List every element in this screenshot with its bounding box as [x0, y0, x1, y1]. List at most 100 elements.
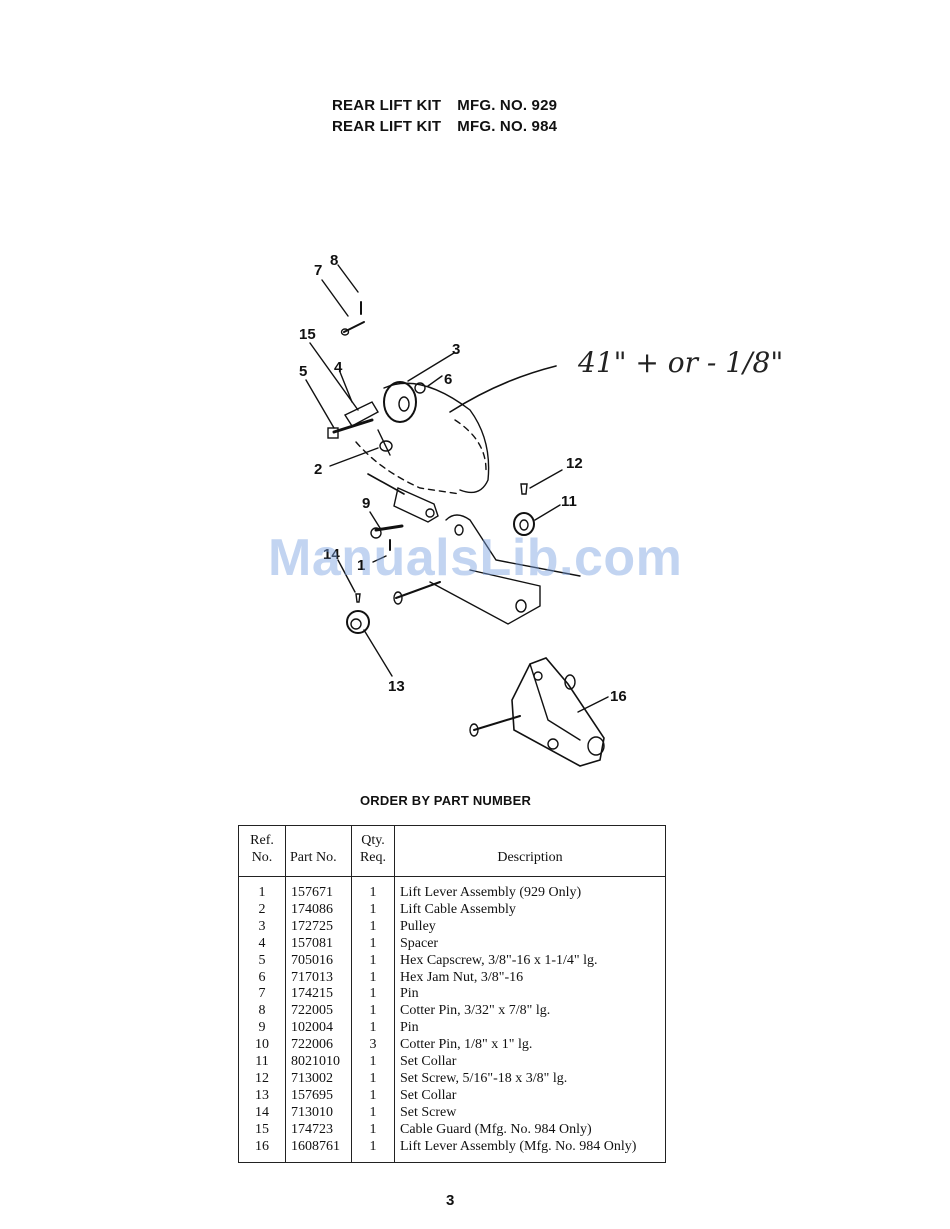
cell-qty: 1	[351, 1003, 395, 1021]
set-collar-bore	[350, 618, 362, 630]
cell-description: Cable Guard (Mfg. No. 984 Only)	[394, 1121, 666, 1139]
cell-qty: 1	[351, 952, 395, 970]
leader-line	[339, 371, 353, 403]
cell-qty: 1	[351, 1121, 395, 1139]
cell-qty: 1	[351, 918, 395, 936]
cell-ref-no: 10	[255, 1037, 269, 1053]
cell-part-no: 102004	[285, 1020, 352, 1038]
leader-line	[427, 375, 443, 387]
cell-qty: 1	[351, 876, 395, 902]
leader-line	[329, 447, 379, 467]
lever-hole	[454, 524, 464, 536]
cell-qty: 1	[351, 1054, 395, 1071]
lever-hole	[547, 738, 559, 750]
cell-description: Cotter Pin, 3/32" x 7/8" lg.	[394, 1003, 666, 1021]
lift-lever-body	[429, 569, 541, 625]
lift-lever-984-edge	[529, 663, 581, 741]
cell-description: Set Screw	[394, 1104, 666, 1122]
cell-ref-no: 1	[258, 885, 266, 900]
cell-ref-no: 4	[258, 935, 266, 951]
set-screw-part	[520, 483, 528, 495]
callout-11: 11	[561, 493, 577, 510]
lever-arm-outline	[383, 382, 490, 494]
cell-ref-no: 8	[258, 1003, 266, 1019]
set-collar-part	[513, 512, 535, 536]
lift-cable	[449, 365, 557, 413]
cell-description: Cotter Pin, 1/8" x 1" lg.	[394, 1037, 666, 1055]
leader-line	[372, 555, 387, 563]
header-qty-req: Qty. Req.	[351, 825, 395, 877]
cell-ref-no: 15	[255, 1121, 269, 1137]
callout-13: 13	[388, 678, 405, 695]
callout-15: 15	[299, 326, 316, 343]
lever-hole	[515, 599, 527, 613]
cable-path-dashed	[454, 419, 487, 471]
callout-4: 4	[334, 359, 343, 376]
watermark: ManualsLib.com	[268, 529, 683, 587]
cell-part-no: 174215	[285, 986, 352, 1004]
cell-qty: 1	[351, 1070, 395, 1088]
lift-lever-984-shaft	[473, 715, 521, 731]
header-ref-line1: Ref.	[250, 833, 274, 848]
cell-part-no: 157695	[285, 1087, 352, 1105]
cell-part-no: 174723	[285, 1121, 352, 1139]
header-ref-no: Ref. No.	[238, 825, 286, 877]
cell-part-no: 713002	[285, 1070, 352, 1088]
leader-line	[407, 352, 455, 382]
cell-description: Pin	[394, 1020, 666, 1038]
cell-description: Hex Capscrew, 3/8"-16 x 1-1/4" lg.	[394, 952, 666, 970]
cell-ref-no: 14	[255, 1104, 269, 1120]
leader-line	[321, 279, 349, 317]
cell-part-no: 174086	[285, 901, 352, 919]
cell-part-no: 722006	[285, 1037, 352, 1055]
cell-qty: 1	[351, 986, 395, 1004]
leader-line	[305, 379, 335, 429]
cell-part-no: 172725	[285, 918, 352, 936]
cell-qty: 1	[351, 1138, 395, 1162]
mfg-number: MFG. NO. 929	[457, 97, 558, 114]
callout-1: 1	[357, 557, 365, 574]
cell-description: Set Collar	[394, 1087, 666, 1105]
header-part-no: Part No.	[285, 825, 352, 877]
order-heading: ORDER BY PART NUMBER	[360, 793, 532, 808]
cell-ref-no: 16	[255, 1138, 269, 1154]
cell-part-no: 157671	[285, 876, 352, 902]
leader-line	[337, 264, 359, 293]
handwritten-cable-length-note: 41" + or - 1/8"	[577, 346, 783, 379]
cell-part-no: 722005	[285, 1003, 352, 1021]
capscrew-part	[332, 418, 374, 434]
callout-12: 12	[566, 455, 583, 472]
leader-line	[529, 469, 563, 489]
cell-qty: 3	[351, 1037, 395, 1055]
cell-qty: 1	[351, 969, 395, 987]
cell-ref-no: 3	[258, 918, 266, 934]
callout-16: 16	[610, 688, 627, 705]
page-number: 3	[446, 1192, 455, 1209]
leader-line	[534, 504, 561, 521]
cell-ref-no: 7	[258, 986, 266, 1002]
cell-description: Set Collar	[394, 1054, 666, 1071]
cell-part-no: 8021010	[285, 1054, 352, 1071]
leader-line	[369, 511, 381, 529]
kit-name: REAR LIFT KIT	[332, 118, 442, 135]
lift-lever-outline	[445, 514, 581, 577]
header-ref-line2: No.	[251, 850, 273, 865]
leader-line	[363, 629, 393, 677]
cell-ref-no: 13	[255, 1087, 269, 1103]
set-collar-bore	[519, 519, 529, 531]
parts-table: Ref. No. Part No. Qty. Req. Description …	[238, 825, 666, 1163]
lift-lever-shaft	[395, 581, 441, 599]
cell-ref-no: 6	[258, 969, 266, 985]
cable-guard-part	[343, 401, 379, 427]
lift-lever-984-body	[511, 657, 605, 767]
callout-2: 2	[314, 461, 322, 478]
callout-8: 8	[330, 252, 338, 269]
pin-head	[340, 328, 350, 336]
callout-5: 5	[299, 363, 307, 380]
